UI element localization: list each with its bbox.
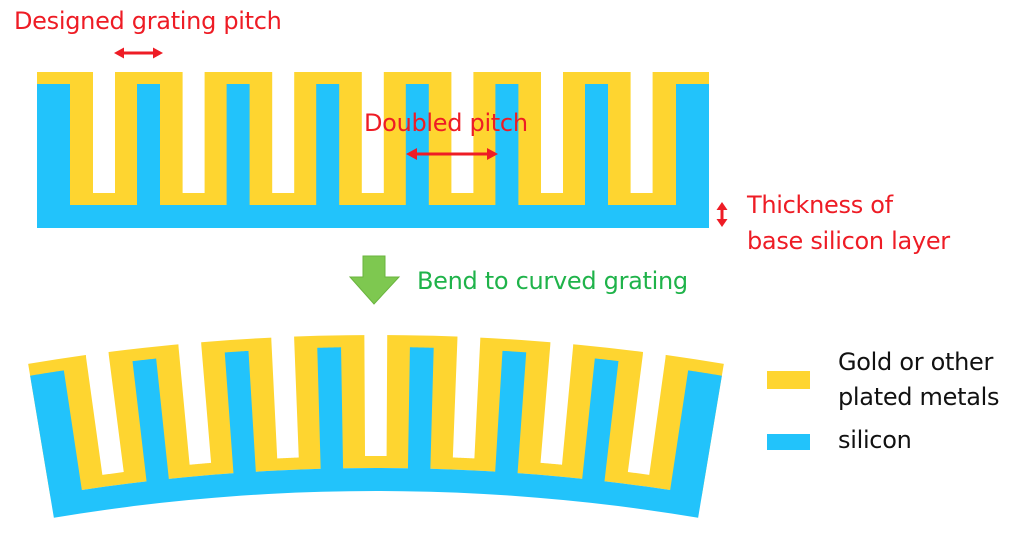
trench xyxy=(452,334,481,459)
trench xyxy=(178,340,212,465)
silicon-base xyxy=(50,468,702,518)
legend-swatch-silicon xyxy=(767,434,810,450)
legend-label-silicon: silicon xyxy=(838,426,912,454)
doubled-pitch-arrow-icon xyxy=(406,148,498,160)
silicon-edge-left xyxy=(37,84,70,206)
silicon-edge-right xyxy=(676,84,709,206)
legend-swatch-gold xyxy=(767,371,810,389)
legend-label-gold-line1: Gold or other xyxy=(838,348,994,376)
designed-pitch-label: Designed grating pitch xyxy=(14,7,282,35)
trench xyxy=(272,70,295,193)
thickness-label-line1: Thickness of xyxy=(747,191,893,219)
thickness-label-line2: base silicon layer xyxy=(747,227,950,255)
trench xyxy=(451,70,474,193)
curved-grating xyxy=(28,333,724,518)
silicon-pillar xyxy=(582,358,619,482)
legend-label-gold-line2: plated metals xyxy=(838,383,1000,411)
trench xyxy=(182,70,205,193)
trench xyxy=(541,70,563,193)
silicon-pillar xyxy=(405,84,429,206)
doubled-pitch-label: Doubled pitch xyxy=(364,109,528,137)
silicon-pillar xyxy=(317,347,344,470)
flat-grating xyxy=(37,70,709,228)
silicon-pillar xyxy=(495,350,527,474)
silicon-pillar xyxy=(137,84,160,206)
trench xyxy=(93,70,115,193)
trench xyxy=(85,350,124,475)
trench xyxy=(630,70,653,193)
thickness-arrow-icon xyxy=(716,202,728,227)
trench xyxy=(364,333,388,457)
silicon-base xyxy=(37,205,709,228)
trench xyxy=(540,340,574,465)
trench xyxy=(361,70,384,193)
designed-pitch-arrow-icon xyxy=(114,47,163,59)
trench xyxy=(271,334,299,459)
silicon-pillar xyxy=(585,84,608,206)
silicon-pillar xyxy=(224,350,256,474)
silicon-pillar xyxy=(407,347,434,470)
trench xyxy=(627,349,666,475)
silicon-pillar xyxy=(316,84,340,206)
silicon-edge-left xyxy=(30,370,82,496)
down-arrow-icon xyxy=(348,255,401,305)
bend-label: Bend to curved grating xyxy=(417,267,688,295)
silicon-pillar xyxy=(226,84,250,206)
silicon-edge-right xyxy=(670,370,722,496)
silicon-pillar xyxy=(132,358,169,482)
silicon-pillar xyxy=(495,84,519,206)
